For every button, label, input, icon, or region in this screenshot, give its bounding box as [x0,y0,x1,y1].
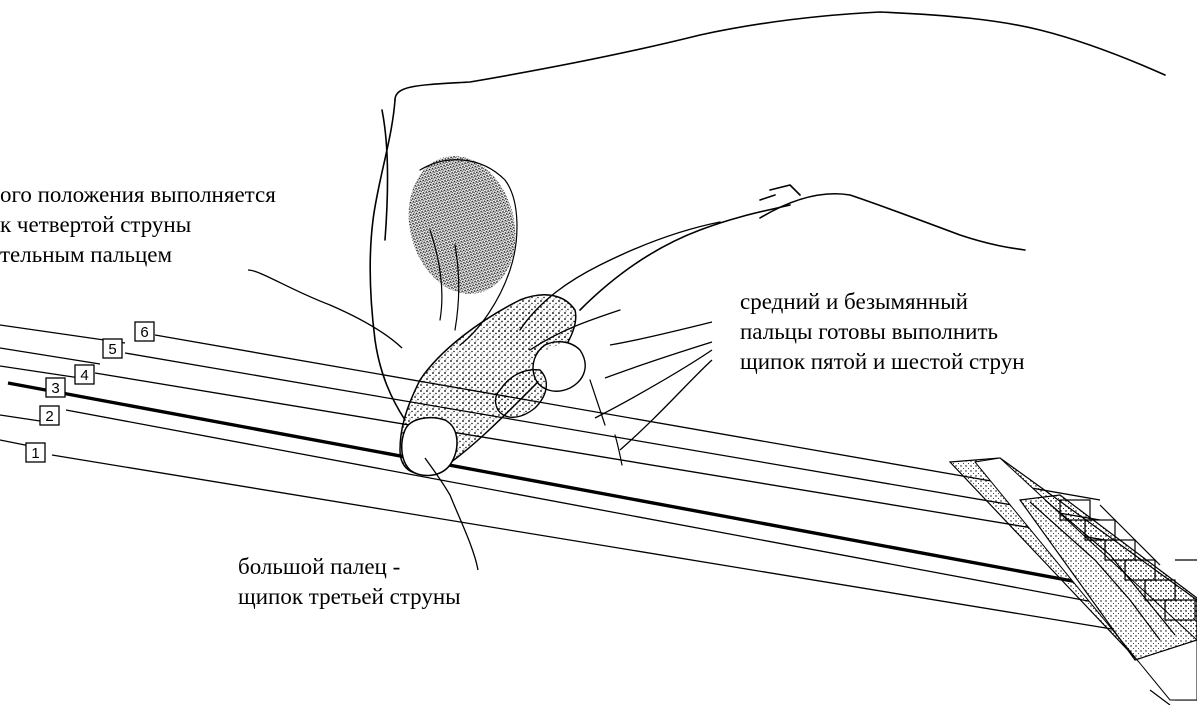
middle-ring-leader-1 [610,322,712,345]
middle-ring-annotation-line-3: щипок пятой и шестой струн [740,347,1025,377]
string-4 [95,373,1105,540]
string-1 [52,455,1118,630]
svg-text:6: 6 [140,324,148,341]
string-number-5: 5 [103,339,122,358]
middle-ring-annotation: средний и безымянный пальцы готовы выпол… [740,287,1025,377]
thumb-nail [402,418,457,476]
middle-ring-annotation-line-1: средний и безымянный [740,287,1025,317]
svg-text:2: 2 [45,408,53,425]
thumb-annotation-line-1: большой палец - [238,552,461,582]
svg-text:5: 5 [108,341,116,358]
string-number-4: 4 [75,365,94,384]
thumb-annotation: большой палец - щипок третьей струны [238,552,461,612]
fingertip-shading [394,144,531,306]
middle-ring-leader-4 [620,360,712,450]
string-2 [66,410,1115,606]
string-number-3: 3 [46,378,65,397]
middle-ring-leader-3 [595,350,712,418]
string-number-labels: 1 2 3 4 5 6 [26,322,154,462]
index-finger-annotation-line-3: тельным пальцем [0,240,276,270]
hand-illustration [370,12,1165,475]
thumb-annotation-line-2: щипок третьей струны [238,582,461,612]
string-number-6: 6 [135,322,154,341]
index-finger-annotation-line-2: к четвертой струны [0,210,276,240]
string-3 [8,383,1110,588]
svg-text:1: 1 [31,445,39,462]
string-number-1: 1 [26,443,45,462]
index-finger-annotation-line-1: ого положения выполняется [0,180,276,210]
string-number-2: 2 [40,406,59,425]
svg-text:4: 4 [80,367,88,384]
index-finger-annotation: ого положения выполняется к четвертой ст… [0,180,276,270]
index-finger-leader [248,270,402,348]
svg-text:3: 3 [51,380,59,397]
middle-ring-annotation-line-2: пальцы готовы выполнить [740,317,1025,347]
